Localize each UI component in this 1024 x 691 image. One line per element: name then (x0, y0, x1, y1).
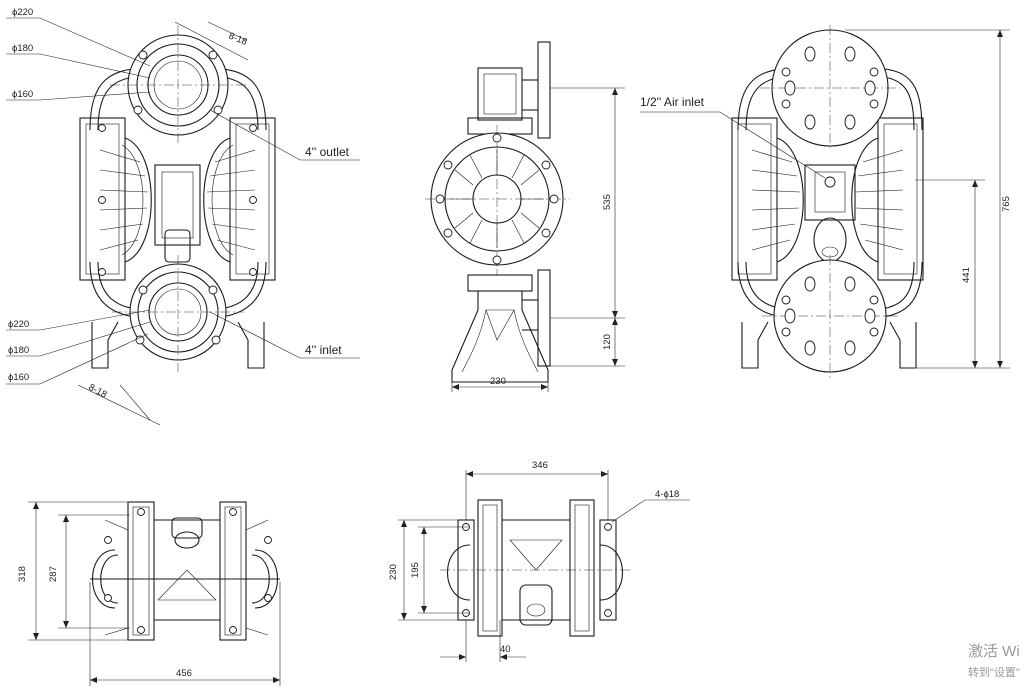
watermark-line-2: 转到"设置" (968, 667, 1020, 679)
base-width-346: 346 (532, 460, 548, 471)
bl-dia-180: ϕ180 (8, 345, 29, 356)
base-width-40: 40 (500, 644, 511, 655)
tl-dia-160: ϕ160 (12, 89, 33, 100)
labels: ϕ220 ϕ180 ϕ160 8-18 4'' outlet ϕ220 ϕ180… (8, 7, 1012, 679)
bl-holes: 8-18 (87, 382, 109, 401)
plan-view (28, 501, 281, 686)
rear-height-441: 441 (961, 267, 972, 283)
base-view (398, 470, 690, 662)
base-height-230: 230 (388, 564, 399, 580)
bl-dia-160: ϕ160 (8, 372, 29, 383)
plan-width-456: 456 (176, 668, 192, 679)
air-inlet-label: 1/2'' Air inlet (640, 95, 705, 109)
plan-height-318: 318 (17, 566, 28, 582)
plan-height-287: 287 (48, 566, 59, 582)
tl-dia-180: ϕ180 (12, 43, 33, 54)
side-height-120: 120 (602, 334, 613, 350)
front-view (6, 17, 360, 426)
tl-dia-220: ϕ220 (12, 7, 33, 18)
side-width-230: 230 (490, 376, 506, 387)
side-height-535: 535 (602, 194, 613, 210)
inlet-label: 4'' inlet (305, 343, 342, 357)
rear-height-765: 765 (1001, 196, 1012, 212)
outlet-label: 4'' outlet (305, 145, 350, 159)
rear-view (640, 25, 1010, 380)
base-holes: 4-ϕ18 (655, 489, 679, 500)
watermark-line-1: 激活 Wi (968, 643, 1020, 660)
tl-holes: 8-18 (227, 31, 249, 48)
bl-dia-220: ϕ220 (8, 319, 29, 330)
side-view (425, 41, 625, 392)
base-height-195: 195 (410, 562, 421, 578)
